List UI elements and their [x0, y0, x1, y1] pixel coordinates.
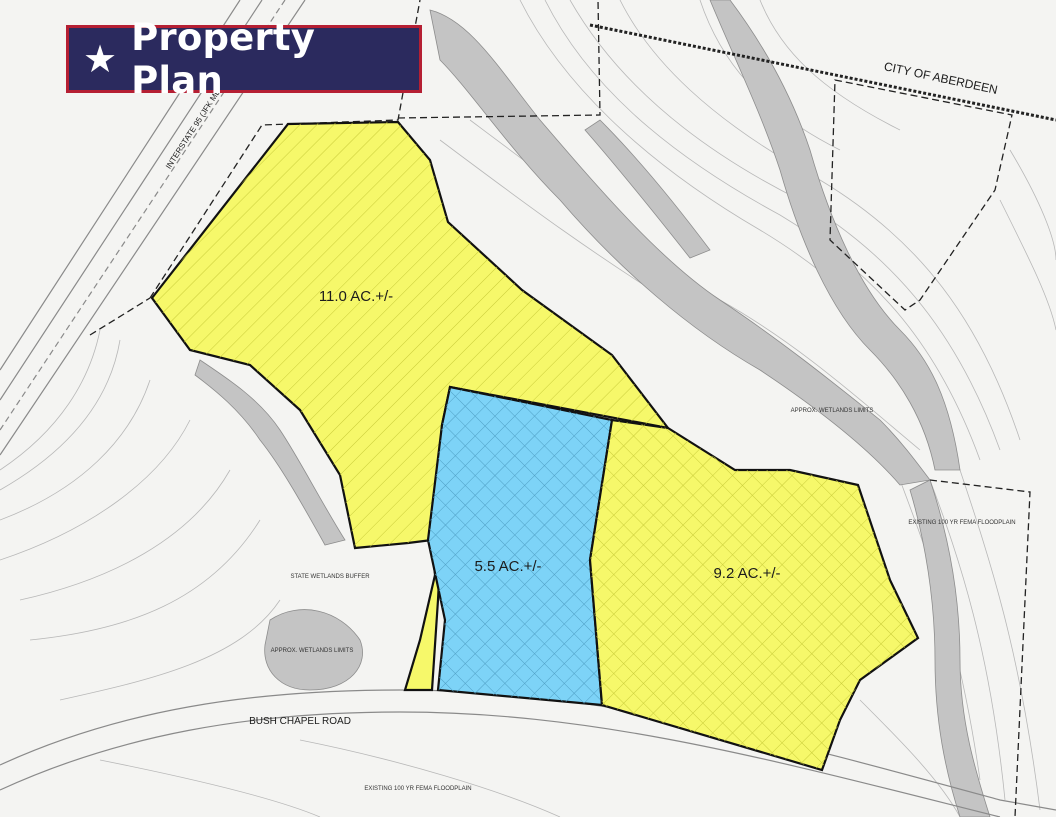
star-icon: ★ — [83, 37, 118, 81]
wetlands-label-2: APPROX. WETLANDS LIMITS — [271, 648, 354, 654]
wetlands-label-1: APPROX. WETLANDS LIMITS — [791, 408, 874, 414]
parcel-east[interactable] — [588, 418, 920, 772]
header-badge: ★ Property Plan — [66, 16, 422, 102]
parcel-center-label: 5.5 AC.+/- — [474, 558, 541, 575]
parcel-north-label: 11.0 AC.+/- — [319, 288, 393, 305]
road-label: BUSH CHAPEL ROAD — [249, 716, 351, 727]
floodplain-label-2: EXISTING 100 YR FEMA FLOODPLAIN — [364, 786, 471, 792]
floodplain-label-1: EXISTING 100 YR FEMA FLOODPLAIN — [908, 520, 1015, 526]
parcel-east-label: 9.2 AC.+/- — [713, 565, 780, 582]
page-title: Property Plan — [131, 16, 316, 102]
parcel-center[interactable] — [426, 385, 614, 707]
boundary-lines — [89, 0, 1056, 817]
wetlands-areas — [194, 0, 991, 817]
buffer-label: STATE WETLANDS BUFFER — [290, 574, 370, 580]
